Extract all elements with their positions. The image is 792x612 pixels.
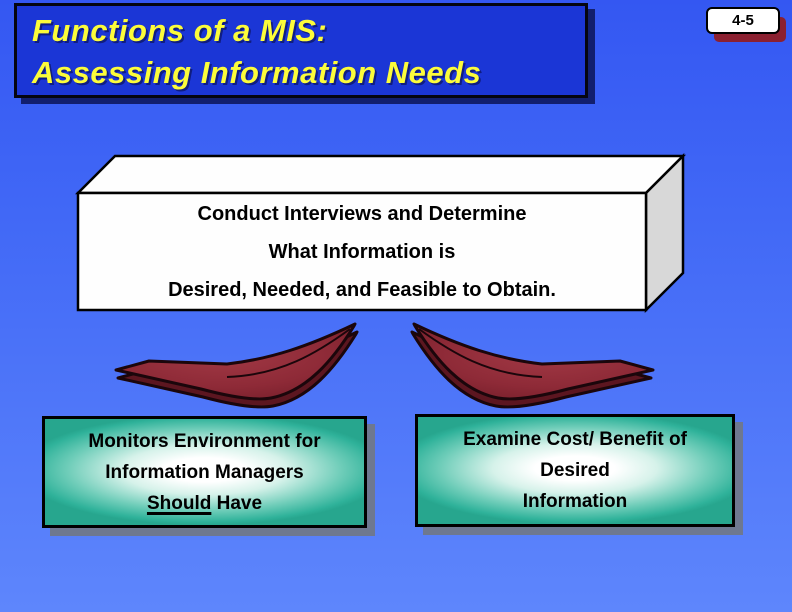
monitor-environment-box: Monitors Environment for Information Man…	[42, 416, 367, 528]
curved-arrow-right-icon	[410, 322, 655, 409]
page-number-badge: 4-5	[706, 7, 780, 34]
underlined-word: Should	[146, 492, 212, 514]
process-line-1: Conduct Interviews and Determine	[197, 202, 527, 225]
process-line-2: What Information is	[268, 240, 456, 263]
curved-arrow-left-icon	[114, 322, 359, 409]
monitor-line-1: Monitors Environment for	[88, 430, 321, 452]
monitor-line-3: Should Have	[147, 488, 262, 519]
examine-line-2: Desired	[540, 460, 610, 481]
title-line-1: Functions of a MIS:	[32, 13, 328, 48]
monitor-line-2: Information Managers	[105, 461, 304, 483]
cube-top-face	[75, 154, 687, 195]
title-line-2: Assessing Information Needs	[32, 55, 482, 90]
process-3d-box	[75, 153, 687, 314]
examine-line-1: Examine Cost/ Benefit of	[463, 429, 687, 450]
process-box-text: Conduct Interviews and Determine What In…	[78, 193, 646, 310]
slide-title-box: Functions of a MIS: Assessing Informatio…	[14, 3, 588, 98]
page-number: 4-5	[732, 12, 754, 29]
monitor-line-3-rest: Have	[211, 492, 263, 514]
examine-cost-benefit-box: Examine Cost/ Benefit of Desired Informa…	[415, 414, 735, 527]
examine-line-3: Information	[522, 491, 628, 512]
cube-front-face	[76, 191, 648, 312]
process-line-3: Desired, Needed, and Feasible to Obtain.	[168, 278, 556, 301]
